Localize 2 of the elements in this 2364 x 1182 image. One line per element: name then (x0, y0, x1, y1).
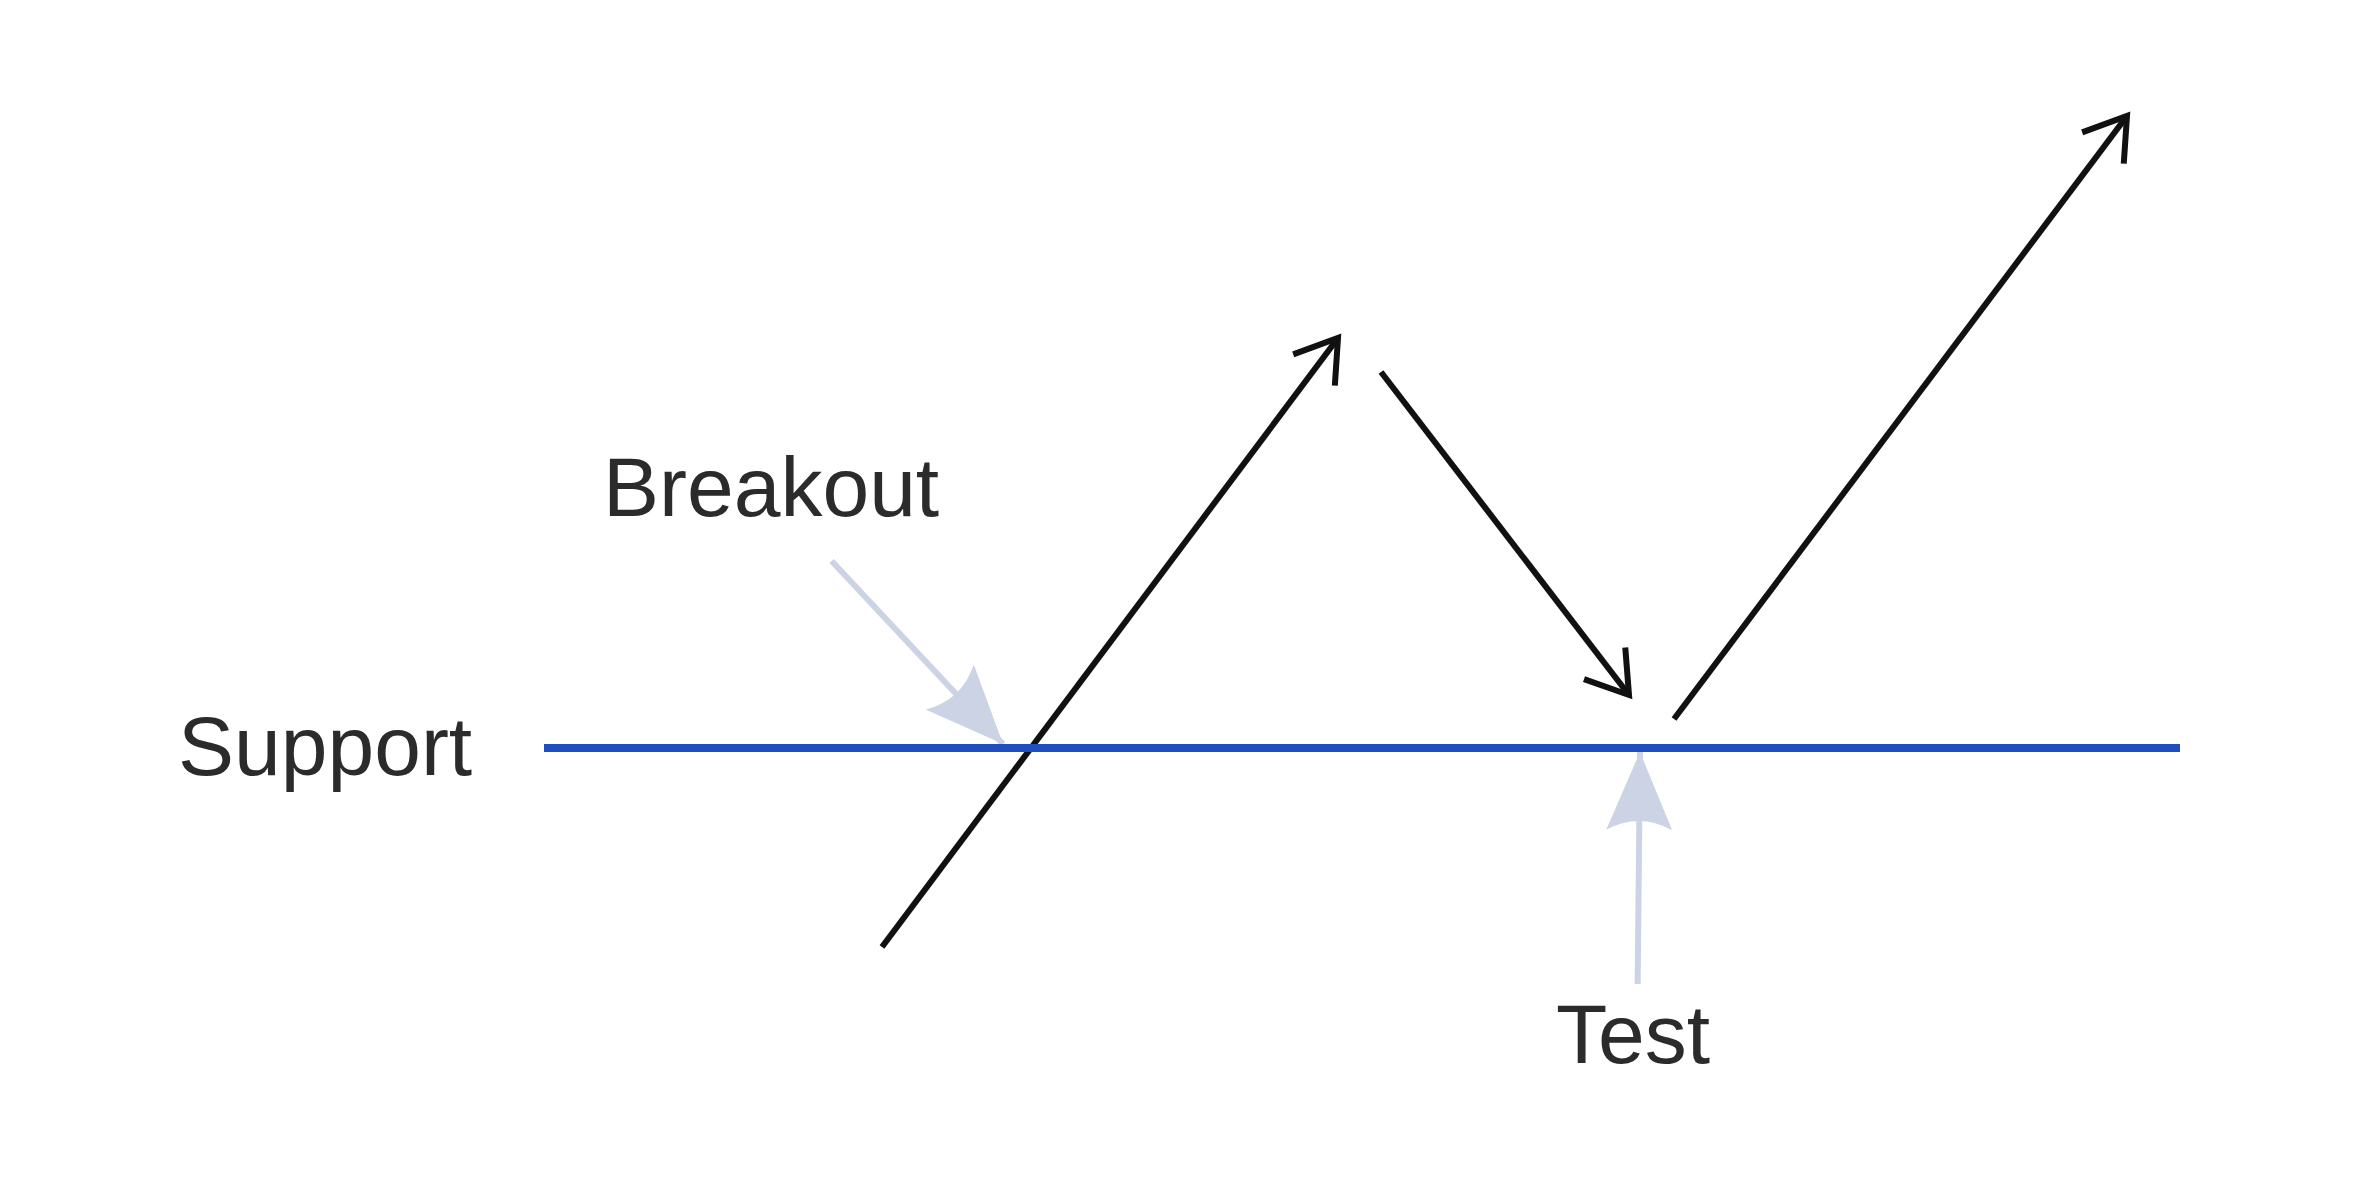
annotation-label: Breakout (603, 445, 940, 529)
annotation-label: Test (1556, 992, 1711, 1076)
